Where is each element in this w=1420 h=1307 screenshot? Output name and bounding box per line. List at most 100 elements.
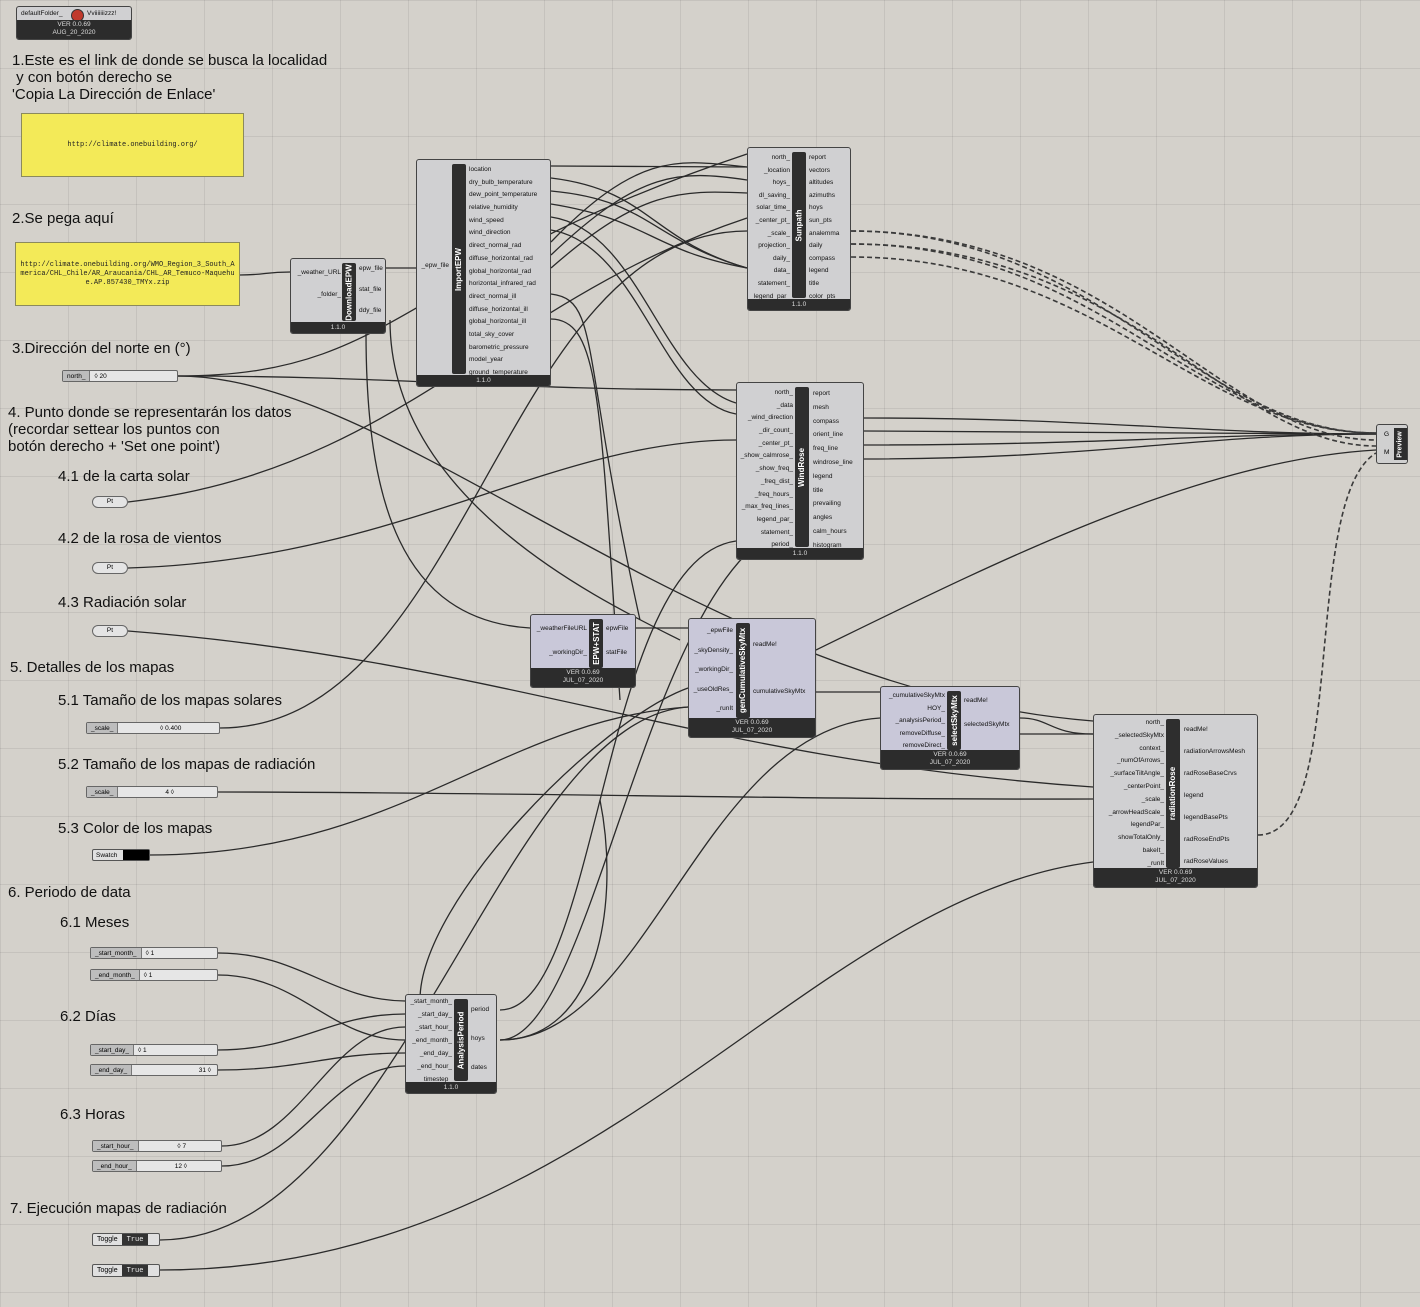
input-port[interactable]: dl_saving_ [758, 191, 790, 199]
input-port[interactable]: _folder_ [317, 291, 342, 298]
output-port[interactable]: diffuse_horizontal_rad [469, 254, 533, 262]
output-port[interactable]: radRoseEndPts [1184, 836, 1230, 843]
start-hour-slider[interactable]: _start_hour_ ◊ 7 [92, 1140, 222, 1152]
output-port[interactable]: direct_normal_ill [469, 292, 517, 300]
input-port[interactable]: period_ [771, 541, 793, 549]
output-port[interactable]: location [469, 166, 492, 173]
output-port[interactable]: model_year [469, 356, 503, 364]
output-port[interactable]: angles [813, 514, 833, 522]
input-port[interactable]: _cumulativeSkyMtx [889, 692, 945, 699]
output-port[interactable]: cumulativeSkyMtx [753, 688, 806, 695]
input-port[interactable]: _runIt [716, 705, 733, 712]
output-port[interactable]: orient_line [813, 431, 843, 439]
output-port[interactable]: compass [813, 417, 840, 425]
output-port[interactable]: histogram [813, 541, 842, 549]
output-port[interactable]: hoys [471, 1035, 485, 1042]
input-port[interactable]: _dir_count_ [759, 427, 793, 435]
input-port[interactable]: statement_ [760, 528, 793, 536]
output-port[interactable]: calm_hours [813, 527, 847, 535]
end-month-slider[interactable]: _end_month_ ◊ 1 [90, 969, 218, 981]
output-port[interactable]: dry_bulb_temperature [469, 178, 533, 186]
start-day-slider[interactable]: _start_day_ ◊ 1 [90, 1044, 218, 1056]
input-port[interactable]: legend_par_ [753, 292, 790, 300]
input-port[interactable]: statement_ [757, 279, 790, 287]
input-port[interactable]: _location [763, 166, 790, 174]
run-toggle-2[interactable]: Toggle True [92, 1264, 160, 1277]
input-port[interactable]: _weather_URL [297, 269, 341, 276]
point-param-radiation[interactable]: Pt [92, 625, 128, 637]
input-port[interactable]: HOY_ [927, 704, 945, 712]
end-hour-slider[interactable]: _end_hour_ 12 ◊ [92, 1160, 222, 1172]
input-port[interactable]: _runIt [1147, 859, 1164, 867]
input-port[interactable]: _end_day_ [419, 1050, 452, 1057]
run-toggle-1[interactable]: Toggle True [92, 1233, 160, 1246]
input-port[interactable]: _max_freq_lines_ [741, 503, 793, 511]
output-port[interactable]: radRoseValues [1184, 858, 1228, 865]
input-port[interactable]: G [1384, 431, 1390, 438]
output-port[interactable]: readMe! [1184, 726, 1208, 733]
point-param-sunpath[interactable]: Pt [92, 496, 128, 508]
color-swatch[interactable]: Swatch [92, 849, 150, 861]
output-port[interactable]: legend [809, 267, 829, 275]
output-port[interactable]: dates [471, 1064, 487, 1071]
analysis-period-component[interactable]: _start_month__start_day__start_hour__end… [405, 994, 497, 1094]
input-port[interactable]: _epw_file [421, 262, 449, 269]
input-port[interactable]: north_ [774, 389, 793, 396]
output-port[interactable]: ddy_file [359, 307, 382, 314]
url-site-panel[interactable]: http://climate.onebuilding.org/ [21, 113, 244, 177]
output-port[interactable]: altitudes [809, 179, 834, 187]
output-port[interactable]: freq_line [813, 445, 838, 453]
output-port[interactable]: compass [809, 254, 836, 262]
input-port[interactable]: M [1384, 449, 1390, 456]
input-port[interactable]: _useOldRes_ [693, 685, 733, 693]
output-port[interactable]: stat_file [359, 286, 382, 293]
input-port[interactable]: _end_hour_ [417, 1063, 452, 1070]
gen-cumulative-sky-mtx-component[interactable]: _epwFile _skyDensity_ _workingDir_ _useO… [688, 618, 816, 738]
output-port[interactable]: global_horizontal_ill [469, 318, 527, 326]
output-port[interactable]: total_sky_cover [469, 330, 515, 338]
input-port[interactable]: context_ [1139, 744, 1164, 752]
point-param-windrose[interactable]: Pt [92, 562, 128, 574]
input-port[interactable]: _scale_ [767, 229, 790, 237]
download-epw-component[interactable]: _weather_URL _folder_ DownloadEPW epw_fi… [290, 258, 386, 334]
input-port[interactable]: _freq_hours_ [754, 490, 793, 498]
output-port[interactable]: hoys [809, 204, 823, 212]
input-port[interactable]: _start_hour_ [415, 1024, 453, 1031]
output-port[interactable]: daily [809, 242, 823, 250]
output-port[interactable]: azimuths [809, 191, 836, 199]
input-port[interactable]: _end_month_ [412, 1037, 452, 1044]
epw-stat-component[interactable]: _weatherFileURL _workingDir_ EPW+STAT ep… [530, 614, 636, 688]
input-port[interactable]: _numOfArrows_ [1117, 757, 1164, 765]
scale-radiation-slider[interactable]: _scale_ 4 ◊ [86, 786, 218, 798]
url-file-panel[interactable]: http://climate.onebuilding.org/WMO_Regio… [15, 242, 240, 306]
input-port[interactable]: solar_time_ [756, 204, 790, 212]
output-port[interactable]: readMe! [964, 697, 988, 704]
output-port[interactable]: legendBasePts [1184, 814, 1228, 821]
input-port[interactable]: _show_calmrose_ [740, 452, 793, 460]
input-port[interactable]: _data [776, 401, 793, 409]
output-port[interactable]: dew_point_temperature [469, 191, 538, 199]
output-port[interactable]: horizontal_infrared_rad [469, 280, 536, 288]
input-port[interactable]: _scale_ [1141, 795, 1164, 803]
output-port[interactable]: ground_temperature [469, 369, 528, 376]
start-month-slider[interactable]: _start_month_ ◊ 1 [90, 947, 218, 959]
output-port[interactable]: title [813, 486, 824, 494]
input-port[interactable]: removeDiffuse_ [899, 729, 945, 737]
input-port[interactable]: _wind_direction [747, 414, 793, 422]
input-port[interactable]: _show_freq_ [755, 465, 793, 473]
input-port[interactable]: legendPar_ [1130, 821, 1164, 829]
input-port[interactable]: data_ [773, 267, 790, 275]
output-port[interactable]: readMe! [753, 641, 777, 648]
input-port[interactable]: _selectedSkyMtx [1114, 731, 1164, 739]
output-port[interactable]: sun_pts [809, 216, 832, 224]
input-port[interactable]: legend_par_ [756, 515, 793, 523]
input-port[interactable]: _workingDir_ [549, 649, 587, 656]
input-port[interactable]: _analysisPeriod_ [895, 717, 945, 724]
scale-solar-slider[interactable]: _scale_ ◊ 0.400 [86, 722, 220, 734]
output-port[interactable]: relative_humidity [469, 204, 518, 212]
input-port[interactable]: removeDirect_ [902, 742, 945, 749]
input-port[interactable]: _timestep_ [420, 1076, 452, 1083]
